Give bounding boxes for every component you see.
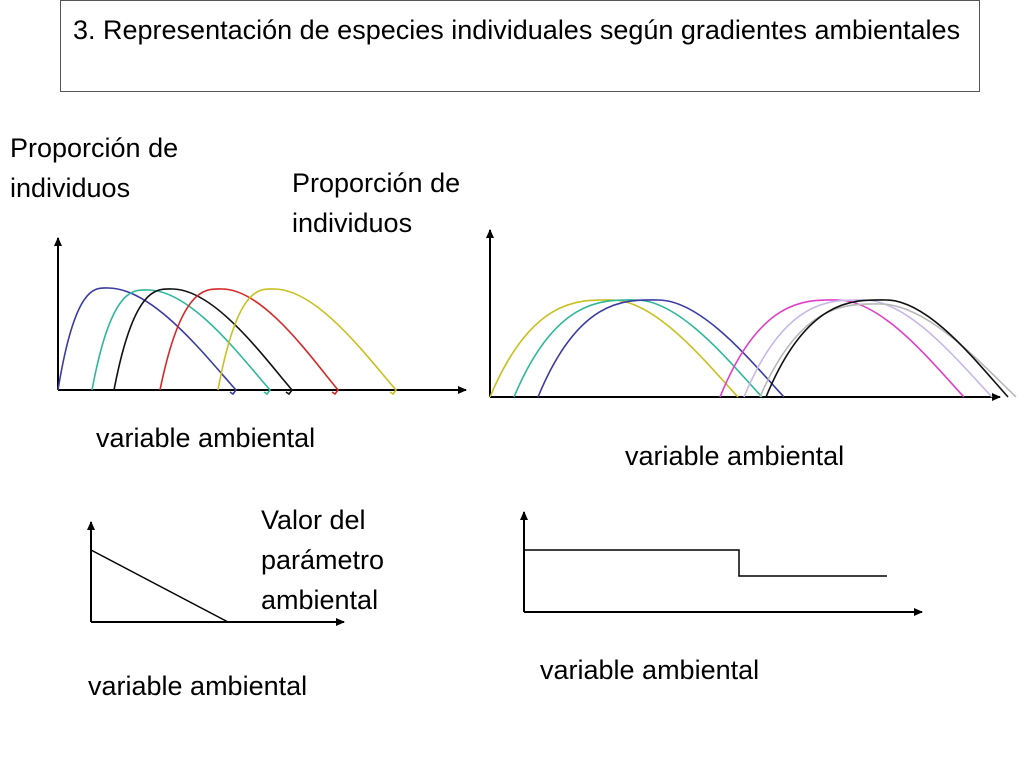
panel-top-left-curve-black: [113, 288, 294, 396]
panel-top-right-curves: [489, 299, 1017, 398]
panel-top-left-curve-yellow: [217, 288, 398, 396]
panel-top-left-curve-red: [159, 288, 340, 396]
panel-top-left-curves: [57, 287, 398, 396]
panel-top-left-axes: [54, 237, 467, 394]
panel-top-right-curve-lavender: [743, 299, 993, 398]
x-axis-label-top-right: variable ambiental: [625, 441, 845, 471]
panel-top-right-curve-yellow: [489, 299, 739, 398]
slide-title: 3. Representación de especies individual…: [60, 0, 980, 92]
x-axis-label-bottom-right: variable ambiental: [540, 655, 760, 685]
x-axis-label-top-left: variable ambiental: [96, 423, 316, 453]
panel-bottom-right: [520, 511, 923, 616]
panel-top-right-curve-black: [765, 299, 1009, 398]
panel-top-right-curve-blue: [537, 299, 785, 398]
y-axis-label-bottom: Valor del parámetro ambiental: [261, 505, 385, 615]
panel-top-right-axes: [486, 229, 1001, 401]
panel-bottom-left: [87, 521, 345, 626]
x-axis-label-bottom-left: variable ambiental: [88, 671, 308, 701]
y-axis-label-top-left: Proporción de individuos: [10, 133, 179, 203]
panel-bottom-right-step-line: [524, 549, 887, 577]
panel-top-right-curve-gray: [759, 303, 1017, 398]
panel-bottom-left-decreasing-line: [90, 549, 229, 623]
panel-top-right-curve-magenta: [719, 299, 965, 398]
panel-top-left-curve-blue: [57, 287, 238, 396]
y-axis-label-top-right: Proporción de individuos: [292, 168, 461, 238]
